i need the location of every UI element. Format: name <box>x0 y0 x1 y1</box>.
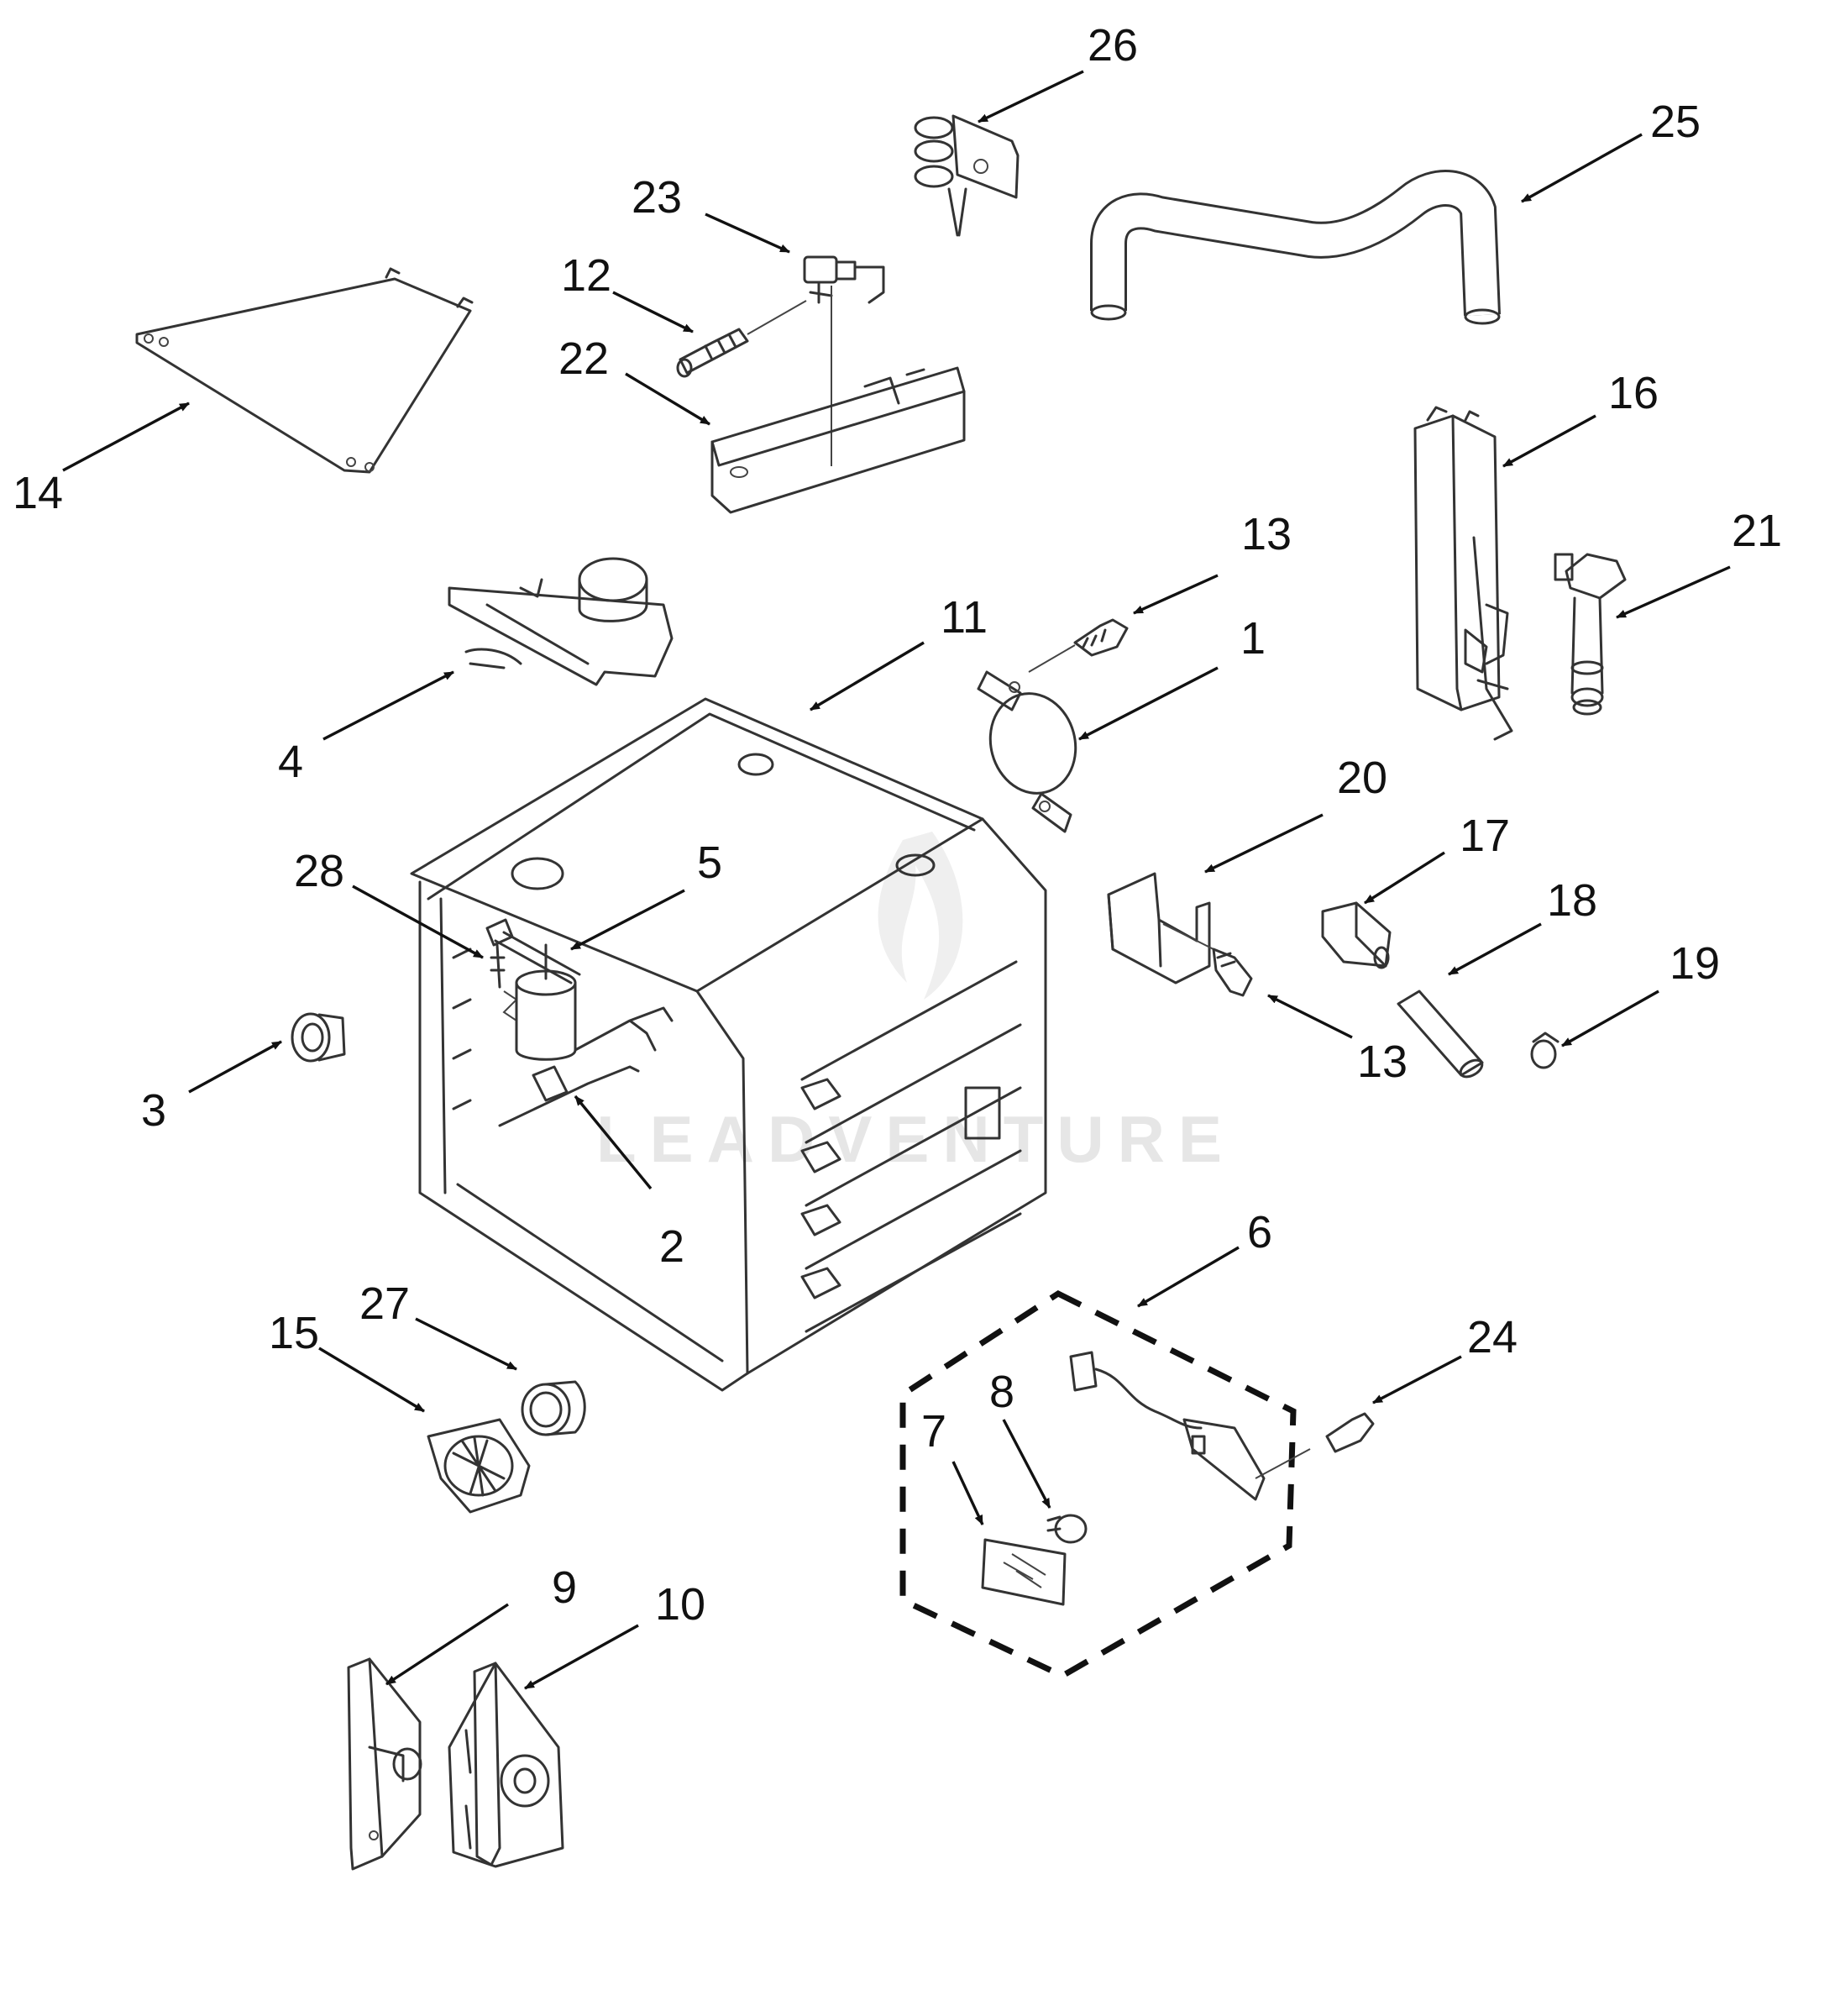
leader-14 <box>62 402 190 472</box>
callout-22: 22 <box>558 333 609 384</box>
part-21-pump-assembly <box>1554 553 1627 716</box>
part-10-hinge <box>448 1662 564 1868</box>
callout-2: 2 <box>659 1221 684 1272</box>
part-16-control-module <box>1413 406 1513 741</box>
callout-7: 7 <box>921 1406 946 1457</box>
leader-22 <box>625 372 710 426</box>
callout-26: 26 <box>1088 20 1138 71</box>
leader-28 <box>352 885 484 959</box>
leader-26 <box>978 70 1084 123</box>
leader-13-lower <box>1267 994 1353 1039</box>
part-25-tube <box>1090 170 1501 325</box>
part-6-light-kit <box>899 1289 1311 1679</box>
part-4-door-latch <box>448 557 674 686</box>
callout-6: 6 <box>1247 1207 1272 1257</box>
part-12-fitting <box>676 300 807 378</box>
callout-5: 5 <box>697 837 722 888</box>
callout-21: 21 <box>1732 506 1782 556</box>
leader-19 <box>1561 990 1659 1047</box>
watermark: LEADVENTURE <box>596 832 1235 1176</box>
callout-13-lower: 13 <box>1357 1037 1408 1087</box>
part-24-screw <box>1325 1412 1375 1453</box>
callout-8: 8 <box>989 1367 1014 1417</box>
callout-12: 12 <box>561 250 611 301</box>
leader-15 <box>318 1347 425 1413</box>
part-28-screw <box>485 918 518 1021</box>
leader-20 <box>1204 813 1324 874</box>
leader-13-upper <box>1133 574 1219 615</box>
callout-labels: 26 25 23 12 22 14 16 13 21 11 1 4 20 17 … <box>13 20 1782 1630</box>
leader-18 <box>1448 922 1542 976</box>
callout-13-upper: 13 <box>1241 509 1292 559</box>
part-14-support-plate <box>135 267 474 474</box>
leader-8 <box>1002 1419 1051 1509</box>
part-8-bulb <box>1046 1514 1088 1544</box>
part-7-lens <box>981 1538 1067 1606</box>
part-17-switch <box>1321 901 1392 969</box>
part-1-gasket <box>977 670 1077 833</box>
leader-17 <box>1364 851 1445 905</box>
callout-27: 27 <box>359 1278 410 1329</box>
callout-20: 20 <box>1337 753 1387 803</box>
leader-16 <box>1502 414 1596 468</box>
part-9-hinge <box>347 1657 422 1871</box>
callout-10: 10 <box>655 1579 705 1630</box>
leader-24 <box>1372 1355 1462 1404</box>
leader-10 <box>524 1624 639 1690</box>
part-2-temp-sensor <box>498 1065 640 1127</box>
callout-28: 28 <box>294 846 344 896</box>
part-22-bracket <box>710 366 966 514</box>
leader-4 <box>322 670 454 741</box>
callout-14: 14 <box>13 468 63 518</box>
callout-17: 17 <box>1460 811 1510 861</box>
callout-9: 9 <box>552 1562 577 1613</box>
leader-5 <box>570 889 685 951</box>
callout-18: 18 <box>1547 875 1597 926</box>
part-20-bracket <box>1107 872 1214 984</box>
part-11-oven-cavity <box>410 697 1047 1392</box>
part-13-screw-lower <box>1212 948 1253 997</box>
part-15-burner <box>427 1418 531 1514</box>
leader-27 <box>415 1317 517 1371</box>
leader-lines <box>62 70 1731 1690</box>
part-26-clip <box>914 114 1020 237</box>
callout-15: 15 <box>269 1308 319 1358</box>
watermark-text: LEADVENTURE <box>596 1102 1235 1176</box>
part-23-water-valve <box>803 255 885 466</box>
part-5-igniter <box>515 943 674 1061</box>
part-13-screw-upper <box>1028 618 1129 673</box>
callout-1: 1 <box>1240 613 1266 664</box>
callout-24: 24 <box>1467 1312 1518 1362</box>
leader-21 <box>1616 565 1731 619</box>
callout-3: 3 <box>141 1085 166 1136</box>
leader-7 <box>951 1461 984 1525</box>
leader-12 <box>612 291 694 333</box>
leader-9 <box>385 1603 509 1686</box>
part-3-knob <box>291 1012 346 1063</box>
part-27-ring <box>521 1380 586 1436</box>
callout-19: 19 <box>1670 938 1720 989</box>
callout-11: 11 <box>941 592 988 643</box>
leader-6 <box>1137 1246 1240 1308</box>
leader-23 <box>705 213 790 254</box>
leader-3 <box>188 1040 282 1094</box>
leader-2 <box>574 1095 653 1190</box>
callout-23: 23 <box>632 172 682 223</box>
callout-25: 25 <box>1650 97 1701 147</box>
callout-4: 4 <box>278 737 303 787</box>
leader-11 <box>810 641 925 711</box>
leader-1 <box>1078 666 1219 741</box>
leader-25 <box>1521 133 1643 203</box>
part-19-clamp <box>1530 1032 1560 1069</box>
part-18-tube <box>1397 990 1484 1079</box>
callout-16: 16 <box>1608 368 1659 418</box>
